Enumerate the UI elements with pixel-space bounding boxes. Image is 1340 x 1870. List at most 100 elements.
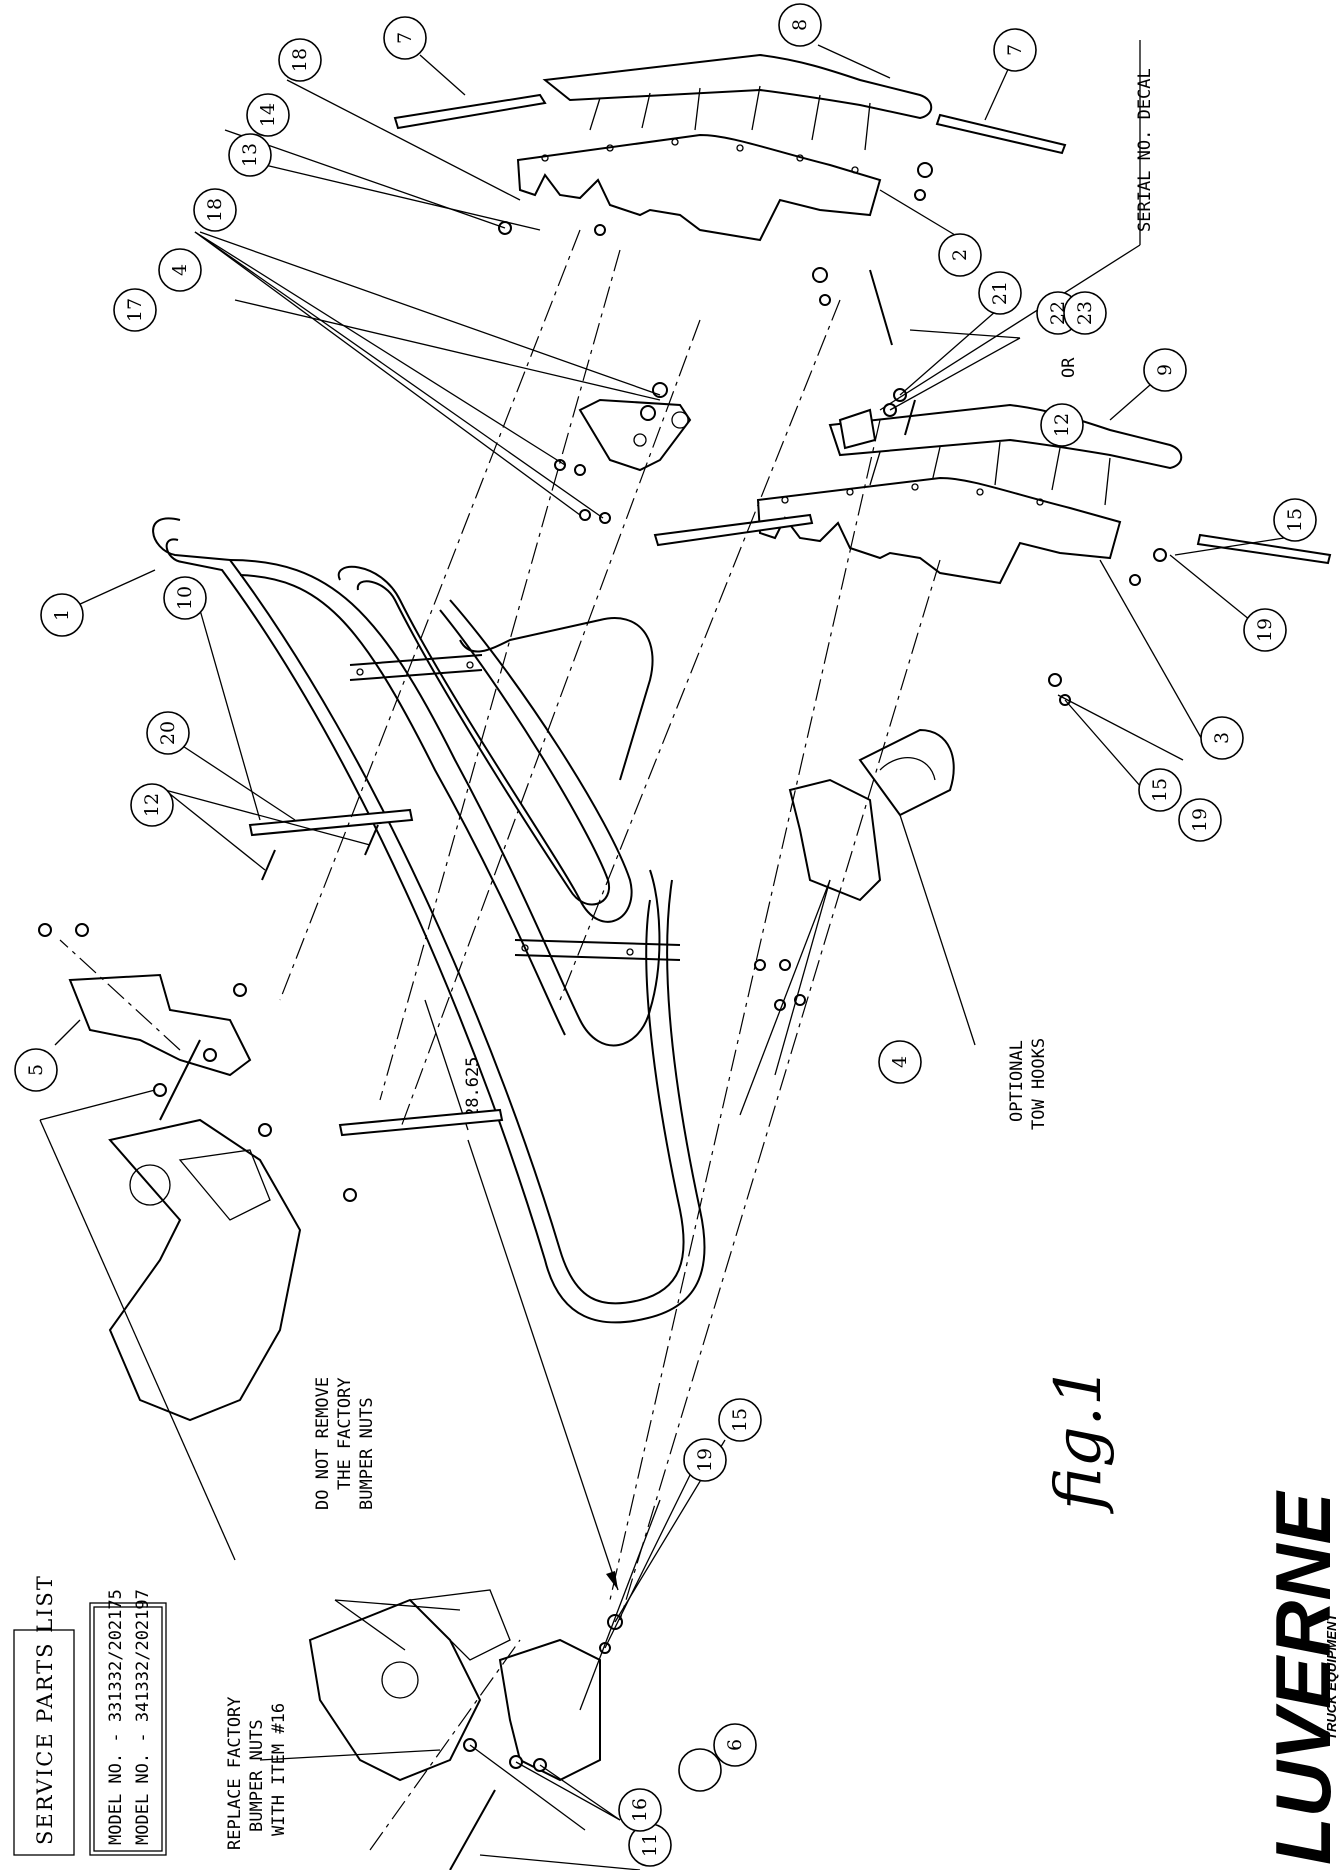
callout-12: 12	[1051, 413, 1073, 437]
balloon-8: 8	[778, 3, 822, 47]
balloon-15b: 15	[1138, 768, 1182, 812]
hardware	[38, 162, 1167, 1772]
callout-18: 18	[289, 48, 311, 72]
callout-9: 9	[1154, 364, 1176, 376]
side-bracket-5	[68, 973, 252, 1077]
callout-15: 15	[1284, 508, 1306, 532]
balloon-19d	[678, 1748, 722, 1792]
callout-7: 7	[394, 32, 416, 44]
replace-nuts-note: REPLACE FACTORY BUMPER NUTS WITH ITEM #1…	[225, 1696, 289, 1850]
dimension-line	[424, 999, 619, 1591]
callout-4: 4	[889, 1056, 911, 1068]
balloon-23: 23	[1063, 291, 1107, 335]
callout-11: 11	[639, 1833, 661, 1857]
balloon-2: 2	[938, 233, 982, 277]
note-donot-line-2: THE FACTORY	[335, 1377, 355, 1490]
callout-1: 1	[51, 609, 73, 621]
figure-label: fig.1	[1042, 1365, 1116, 1514]
callout-19: 19	[694, 1448, 716, 1472]
balloon-21: 21	[978, 271, 1022, 315]
balloon-19a: 19	[1243, 608, 1287, 652]
callout-10: 10	[174, 586, 196, 610]
callout-12: 12	[141, 793, 163, 817]
luverne-logo: LUVERNE TRUCK EQUIPMENT	[1259, 1490, 1340, 1865]
balloon-4b: 4	[878, 1040, 922, 1084]
frame-horn-upper	[108, 1118, 302, 1422]
alignment-lines	[59, 229, 941, 1851]
callout-13: 13	[239, 143, 261, 167]
note-replace-line-1: REPLACE FACTORY	[225, 1696, 245, 1850]
callout-14: 14	[257, 103, 279, 127]
leader-lines	[39, 40, 1285, 1870]
tow-hook-bracket-lower	[788, 728, 955, 902]
lower-mount-bracket	[756, 476, 1122, 585]
balloon-5: 5	[14, 1048, 58, 1092]
balloon-19b: 19	[1178, 798, 1222, 842]
balloon-15c: 15	[718, 1398, 762, 1442]
balloon-10: 10	[163, 576, 207, 620]
balloon-7b: 7	[993, 28, 1037, 72]
balloon-13: 13	[228, 133, 272, 177]
upper-skid-plate	[542, 53, 933, 151]
upper-mount-bracket	[516, 133, 882, 242]
balloon-14: 14	[246, 93, 290, 137]
balloon-20: 20	[146, 711, 190, 755]
callout-3: 3	[1211, 732, 1233, 744]
balloon-18a: 18	[278, 38, 322, 82]
callout-20: 20	[157, 721, 179, 745]
callout-5: 5	[25, 1064, 47, 1076]
frame-horn-lower	[308, 1589, 511, 1782]
balloon-11: 11	[628, 1823, 672, 1867]
balloon-15a: 15	[1273, 498, 1317, 542]
callout-17: 17	[124, 298, 146, 322]
tow-hook-bracket-upper	[578, 398, 692, 472]
callout-19: 19	[1189, 808, 1211, 832]
balloon-7a: 7	[383, 16, 427, 60]
balloon-4a: 4	[158, 248, 202, 292]
callout-15: 15	[1149, 778, 1171, 802]
balloon-12a: 12	[130, 783, 174, 827]
serial-decal	[838, 408, 877, 450]
note-tow-line-1: OPTIONAL	[1007, 1040, 1027, 1122]
callout-18: 18	[204, 198, 226, 222]
balloon-19c: 19	[683, 1438, 727, 1482]
or-word: OR	[1059, 357, 1079, 378]
callout-7: 7	[1004, 44, 1026, 56]
bolts	[159, 269, 916, 1870]
balloon-12b: 12	[1040, 403, 1084, 447]
tow-hooks-note: OPTIONAL TOW HOOKS	[1007, 1038, 1049, 1130]
callout-4: 4	[169, 264, 191, 276]
balloon-9: 9	[1143, 348, 1187, 392]
callout-16: 16	[629, 1798, 651, 1822]
note-replace-line-2: BUMPER NUTS	[247, 1719, 267, 1832]
balloon-6: 6	[713, 1723, 757, 1767]
callout-22: 22	[1047, 301, 1069, 325]
model-number-1: MODEL NO. - 331332/202175	[106, 1589, 126, 1845]
do-not-remove-note: DO NOT REMOVE THE FACTORY BUMPER NUTS	[313, 1377, 377, 1510]
callout-23: 23	[1074, 301, 1096, 325]
note-donot-line-3: BUMPER NUTS	[357, 1397, 377, 1510]
callout-15: 15	[729, 1408, 751, 1432]
mount-straps-10	[248, 808, 504, 1137]
note-tow-line-2: TOW HOOKS	[1029, 1038, 1049, 1130]
grille-guard-tube	[152, 517, 706, 1324]
balloon-16: 16	[618, 1788, 662, 1832]
callout-2: 2	[949, 249, 971, 261]
callout-19: 19	[1254, 618, 1276, 642]
service-parts-title: SERVICE PARTS LIST	[33, 1574, 57, 1845]
serial-decal-note: SERIAL NO. DECAL	[1135, 68, 1155, 232]
dimension-value: 28.625	[463, 1057, 483, 1118]
callout-21: 21	[989, 281, 1011, 305]
model-number-2: MODEL NO. - 341332/202197	[133, 1589, 153, 1845]
note-replace-line-3: WITH ITEM #16	[269, 1703, 289, 1836]
balloon-18b: 18	[193, 188, 237, 232]
callout-6: 6	[724, 1739, 746, 1751]
logo-tagline: TRUCK EQUIPMENT	[1324, 1613, 1339, 1740]
side-bracket-6	[498, 1638, 601, 1782]
balloon-17: 17	[113, 288, 157, 332]
balloon-3: 3	[1200, 716, 1244, 760]
skid-straps	[393, 93, 1332, 565]
note-donot-line-1: DO NOT REMOVE	[313, 1377, 333, 1510]
title-block: SERVICE PARTS LIST MODEL NO. - 331332/20…	[13, 1574, 167, 1856]
